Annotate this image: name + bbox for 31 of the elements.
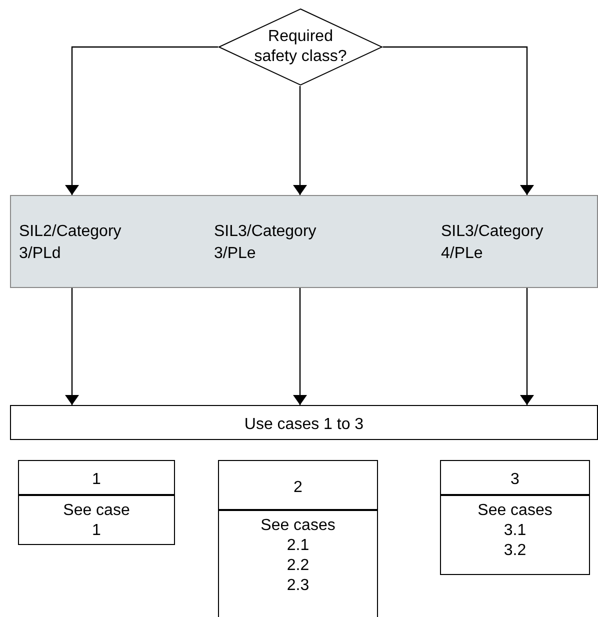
node-text: Use cases 1 to 3 [244,415,364,435]
node-text: 3 [510,470,520,490]
arrow [293,86,307,195]
node-text: See cases [478,501,552,521]
arrow [293,288,307,405]
node-text: 3.1 [504,521,526,541]
category-label: SIL3/Category 4/PLe [441,222,544,264]
case-box [218,510,378,617]
category-label: SIL3/Category 3/PLe [214,222,318,264]
category-label: SIL2/Category 3/PLd [19,222,122,264]
case-box [10,405,598,440]
arrow [383,46,534,195]
case-box [440,460,590,495]
arrow [65,288,79,405]
arrow [65,46,218,195]
decision-diamond [218,8,383,86]
case-box [18,495,175,545]
node-text: Required safety class? [253,27,348,67]
node-text: 2 [294,478,302,498]
node-text: 3.2 [504,541,526,561]
node-text: 2.1 [286,536,310,556]
category-band [10,195,598,288]
case-box [218,460,378,510]
node-text: 2.3 [286,576,310,596]
case-box [18,460,175,495]
node-text: 2.2 [286,556,310,576]
arrow [520,288,534,405]
case-box [440,495,590,575]
node-text: 1 [92,470,101,490]
node-text: See case 1 [62,501,131,541]
node-text: See cases [260,516,336,536]
